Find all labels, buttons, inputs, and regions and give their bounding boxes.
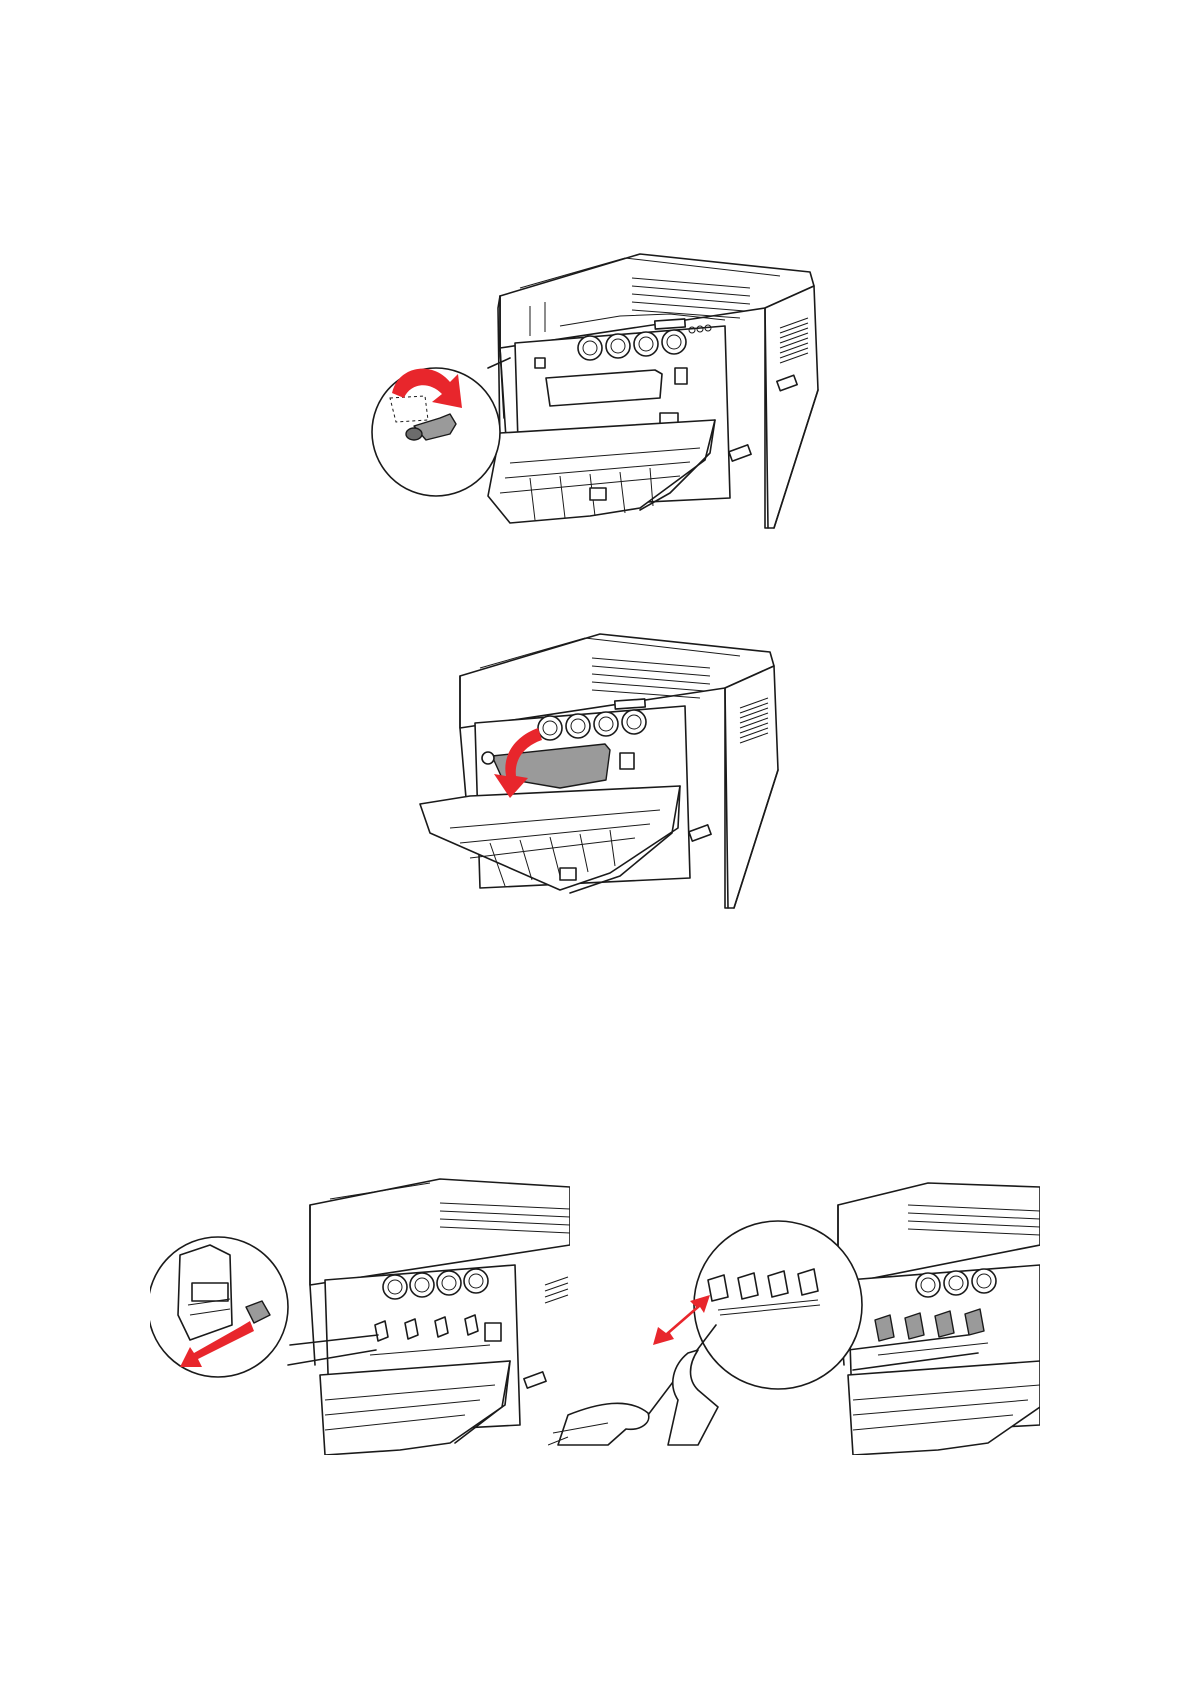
front-door — [848, 1361, 1040, 1455]
zoom-callout — [372, 358, 510, 496]
printer-illustration — [548, 1175, 1040, 1455]
figure-open-cover — [410, 628, 790, 928]
printer-illustration — [410, 628, 790, 928]
printer-body — [838, 1183, 1040, 1455]
printer-body — [310, 1179, 570, 1455]
figure-clean-led-heads — [548, 1175, 1040, 1455]
toner-slots — [916, 1269, 996, 1297]
figure-remove-cleaning-rod — [150, 1175, 570, 1455]
hands-holding-rod — [548, 1325, 718, 1445]
printer-illustration — [370, 248, 830, 533]
front-door — [488, 420, 715, 523]
printer-body — [488, 254, 818, 528]
printer-body — [420, 634, 778, 908]
printer-illustration — [150, 1175, 570, 1455]
front-door — [320, 1361, 510, 1455]
figure-release-lever — [370, 248, 830, 533]
